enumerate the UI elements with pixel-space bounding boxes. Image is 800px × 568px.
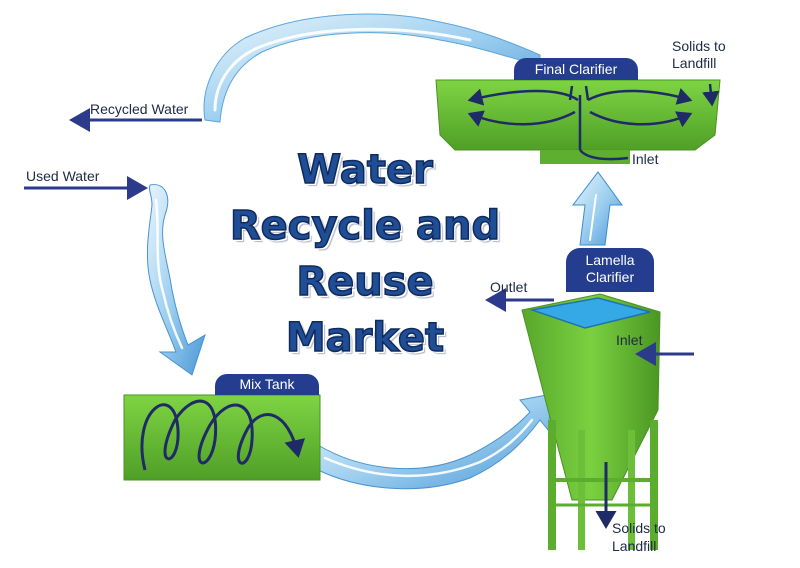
- lamella-label-line1: Lamella: [585, 252, 635, 268]
- water-stream-left: [146, 184, 206, 376]
- final-clarifier-tank: [435, 79, 721, 164]
- title-line-3: Reuse: [296, 258, 435, 306]
- mix-tank-label: Mix Tank: [215, 374, 319, 395]
- water-stream-bottom: [317, 393, 553, 490]
- lamella-clarifier-tank: [521, 293, 661, 550]
- lamella-clarifier-label: Lamella Clarifier: [566, 248, 654, 292]
- title-line-1: Water: [296, 146, 433, 194]
- recycled-water-label: Recycled Water: [90, 101, 189, 117]
- solids-landfill-top-label-line1: Solids to: [672, 38, 726, 54]
- inlet-right-label: Inlet: [616, 332, 643, 348]
- water-stream-up: [571, 171, 623, 246]
- lamella-label-line2: Clarifier: [585, 269, 635, 285]
- final-clarifier-label: Final Clarifier: [514, 58, 638, 80]
- diagram-title: Water Recycle and Reuse Market: [200, 142, 530, 366]
- water-stream-top: [203, 13, 541, 123]
- inlet-top-label: Inlet: [632, 151, 659, 167]
- inlet-top-line: [579, 149, 629, 161]
- solids-landfill-top-label-line2: Landfill: [672, 55, 717, 71]
- title-line-2: Recycle and: [229, 202, 501, 250]
- used-water-label: Used Water: [26, 168, 100, 184]
- outlet-label: Outlet: [490, 279, 528, 295]
- mix-tank: [123, 394, 321, 481]
- solids-landfill-bottom-label-line2: Landfill: [612, 538, 657, 554]
- solids-landfill-bottom-label-line1: Solids to: [612, 520, 666, 536]
- title-line-4: Market: [285, 314, 445, 362]
